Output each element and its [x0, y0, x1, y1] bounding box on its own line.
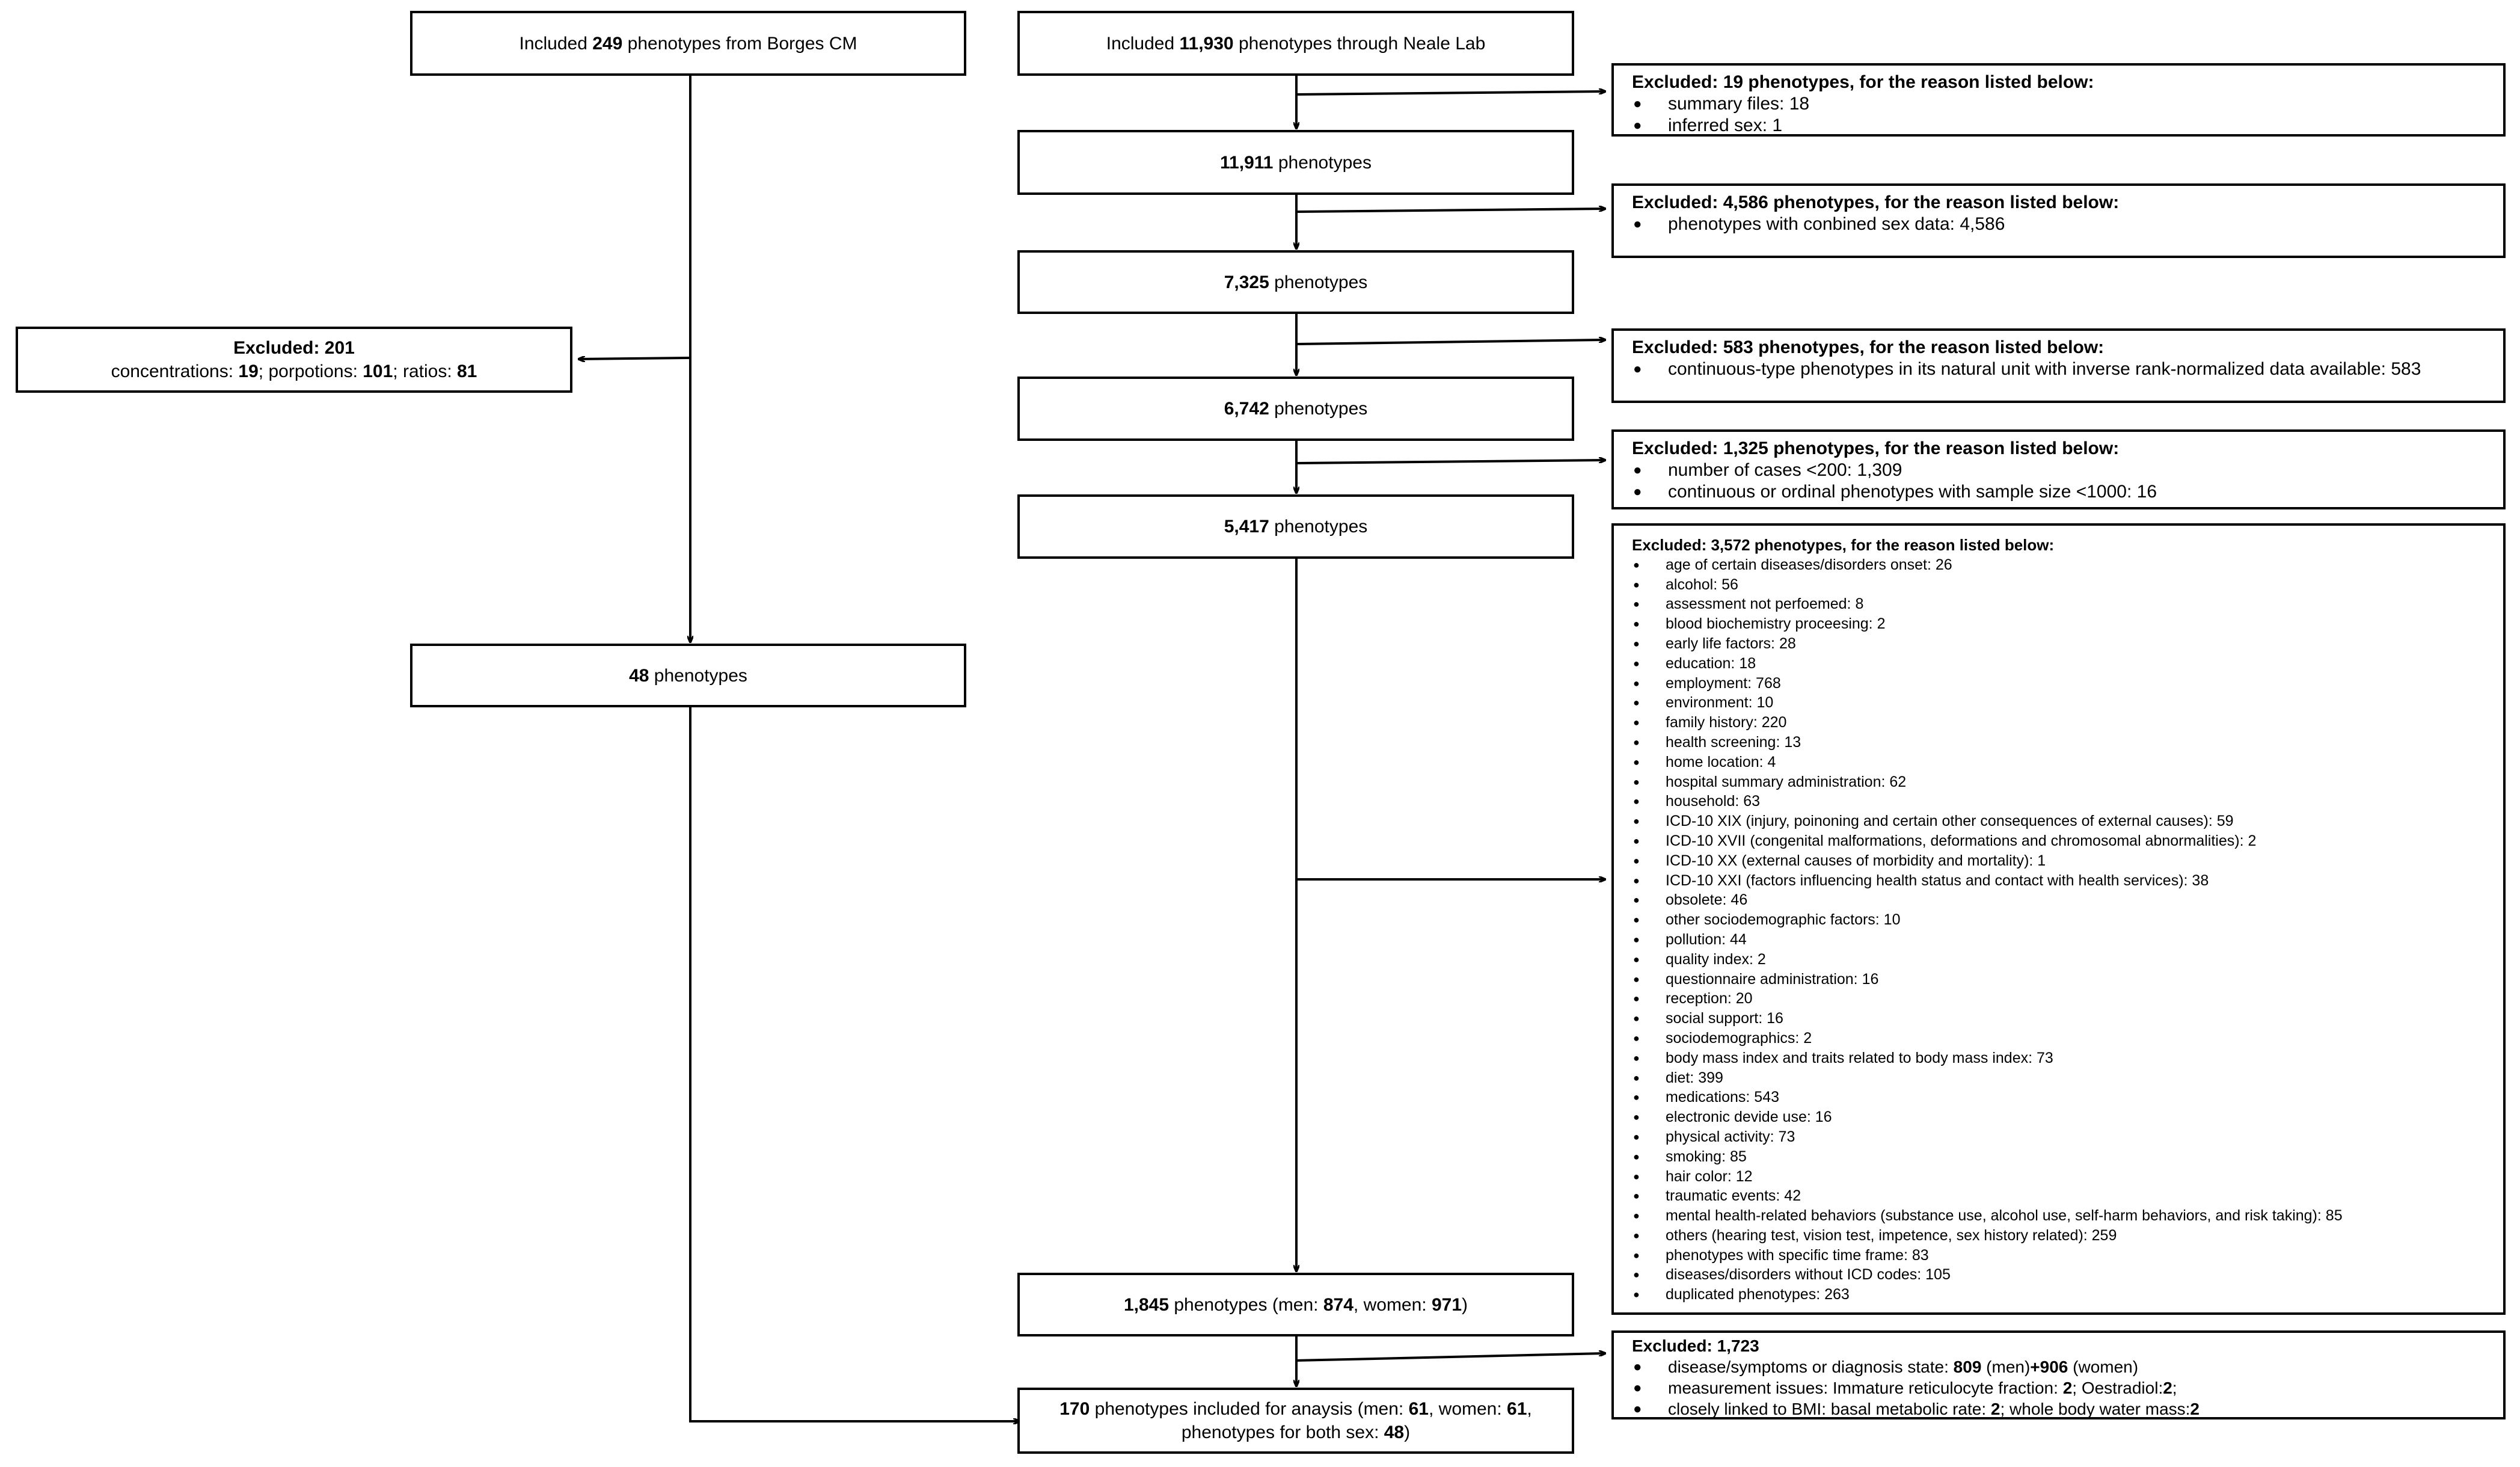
list-item: pollution: 44 — [1632, 930, 2503, 950]
branch-arrow-ex1 — [1296, 91, 1605, 96]
step5-box: 1,845 phenotypes (men: 874, women: 971) — [1017, 1273, 1574, 1336]
exclusion-heading: Excluded: 1,325 phenotypes, for the reas… — [1632, 438, 2120, 458]
list-item: home location: 4 — [1632, 752, 2503, 772]
step4-box: 5,417 phenotypes — [1017, 494, 1574, 559]
list-item: household: 63 — [1632, 792, 2503, 811]
exclusion-list: summary files: 18 inferred sex: 1 — [1632, 93, 2503, 137]
exclusion-list: age of certain diseases/disorders onset:… — [1632, 555, 2503, 1305]
exclusion-heading: Excluded: 583 phenotypes, for the reason… — [1632, 337, 2105, 357]
list-item: hair color: 12 — [1632, 1167, 2503, 1187]
borges-included-text: Included 249 phenotypes from Borges CM — [519, 33, 857, 54]
left-to-final-arrow — [689, 707, 1020, 1421]
list-item: summary files: 18 — [1632, 93, 2503, 115]
list-item: early life factors: 28 — [1632, 634, 2503, 654]
list-item: physical activity: 73 — [1632, 1127, 2503, 1147]
list-item: electronic devide use: 16 — [1632, 1107, 2503, 1127]
list-item: health screening: 13 — [1632, 733, 2503, 752]
list-item: closely linked to BMI: basal metabolic r… — [1632, 1398, 2503, 1419]
list-item: phenotypes with conbined sex data: 4,586 — [1632, 214, 2503, 235]
list-item: mental health-related behaviors (substan… — [1632, 1206, 2503, 1226]
list-item: duplicated phenotypes: 263 — [1632, 1285, 2503, 1305]
exclusion-box-4: Excluded: 1,325 phenotypes, for the reas… — [1611, 429, 2506, 509]
list-item: diseases/disorders without ICD codes: 10… — [1632, 1265, 2503, 1285]
list-item: obsolete: 46 — [1632, 890, 2503, 910]
list-item: questionnaire administration: 16 — [1632, 970, 2503, 989]
list-item: education: 18 — [1632, 654, 2503, 674]
list-item: ICD-10 XVII (congenital malformations, d… — [1632, 831, 2503, 851]
list-item: sociodemographics: 2 — [1632, 1029, 2503, 1048]
exclusion-box-6: Excluded: 1,723 disease/symptoms or diag… — [1611, 1330, 2506, 1419]
list-item: blood biochemistry proceesing: 2 — [1632, 614, 2503, 634]
exclusion-box-2: Excluded: 4,586 phenotypes, for the reas… — [1611, 183, 2506, 258]
list-item: phenotypes with specific time frame: 83 — [1632, 1246, 2503, 1266]
exclusion-list: number of cases <200: 1,309 continuous o… — [1632, 460, 2503, 503]
borges-result-text: 48 phenotypes — [629, 665, 747, 686]
exclusion-heading: Excluded: 3,572 phenotypes, for the reas… — [1632, 536, 2055, 554]
step3-box: 6,742 phenotypes — [1017, 377, 1574, 441]
list-item: other sociodemographic factors: 10 — [1632, 910, 2503, 930]
list-item: diet: 399 — [1632, 1068, 2503, 1088]
borges-excluded-heading: Excluded: 201 — [233, 338, 355, 358]
list-item: continuous-type phenotypes in its natura… — [1632, 358, 2503, 380]
exclusion-heading: Excluded: 1,723 — [1632, 1336, 1759, 1355]
borges-included-box: Included 249 phenotypes from Borges CM — [410, 11, 966, 76]
step1-box: 11,911 phenotypes — [1017, 130, 1574, 195]
exclusion-box-1: Excluded: 19 phenotypes, for the reason … — [1611, 63, 2506, 137]
list-item: reception: 20 — [1632, 989, 2503, 1009]
list-item: number of cases <200: 1,309 — [1632, 460, 2503, 481]
exclusion-list: disease/symptoms or diagnosis state: 809… — [1632, 1356, 2503, 1419]
list-item: ICD-10 XIX (injury, poinoning and certai… — [1632, 811, 2503, 831]
list-item: assessment not perfoemed: 8 — [1632, 594, 2503, 614]
list-item: alcohol: 56 — [1632, 575, 2503, 595]
borges-excluded-box: Excluded: 201 concentrations: 19; porpot… — [16, 327, 572, 393]
list-item: age of certain diseases/disorders onset:… — [1632, 555, 2503, 575]
step5-text: 1,845 phenotypes (men: 874, women: 971) — [1123, 1294, 1468, 1315]
step2-box: 7,325 phenotypes — [1017, 250, 1574, 314]
list-item: hospital summary administration: 62 — [1632, 772, 2503, 792]
step3-text: 6,742 phenotypes — [1224, 399, 1368, 419]
branch-arrow-ex4 — [1296, 460, 1605, 464]
borges-result-box: 48 phenotypes — [410, 644, 966, 707]
list-item: others (hearing test, vision test, impet… — [1632, 1226, 2503, 1246]
step1-text: 11,911 phenotypes — [1220, 152, 1372, 173]
left-exclusion-arrow — [578, 358, 691, 359]
exclusion-list: continuous-type phenotypes in its natura… — [1632, 358, 2503, 380]
final-analysis-box: 170 phenotypes included for anaysis (men… — [1017, 1388, 1574, 1454]
branch-arrow-ex3 — [1296, 340, 1605, 345]
neale-included-text: Included 11,930 phenotypes through Neale… — [1106, 33, 1486, 54]
list-item: smoking: 85 — [1632, 1147, 2503, 1167]
list-item: employment: 768 — [1632, 674, 2503, 694]
list-item: quality index: 2 — [1632, 950, 2503, 970]
branch-arrow-ex2 — [1296, 209, 1605, 213]
neale-included-box: Included 11,930 phenotypes through Neale… — [1017, 11, 1574, 76]
list-item: disease/symptoms or diagnosis state: 809… — [1632, 1356, 2503, 1377]
list-item: social support: 16 — [1632, 1009, 2503, 1029]
list-item: ICD-10 XXI (factors influencing health s… — [1632, 871, 2503, 891]
exclusion-box-3: Excluded: 583 phenotypes, for the reason… — [1611, 328, 2506, 403]
exclusion-heading: Excluded: 4,586 phenotypes, for the reas… — [1632, 192, 2120, 212]
borges-excluded-details: concentrations: 19; porpotions: 101; rat… — [111, 361, 477, 381]
list-item: traumatic events: 42 — [1632, 1186, 2503, 1206]
list-item: inferred sex: 1 — [1632, 115, 2503, 137]
step2-text: 7,325 phenotypes — [1224, 272, 1368, 292]
exclusion-box-5: Excluded: 3,572 phenotypes, for the reas… — [1611, 523, 2506, 1315]
list-item: continuous or ordinal phenotypes with sa… — [1632, 481, 2503, 503]
branch-arrow-ex6 — [1296, 1353, 1605, 1362]
list-item: ICD-10 XX (external causes of morbidity … — [1632, 851, 2503, 871]
exclusion-list: phenotypes with conbined sex data: 4,586 — [1632, 214, 2503, 235]
list-item: medications: 543 — [1632, 1087, 2503, 1107]
step4-text: 5,417 phenotypes — [1224, 517, 1368, 537]
list-item: family history: 220 — [1632, 713, 2503, 733]
list-item: environment: 10 — [1632, 693, 2503, 713]
list-item: measurement issues: Immature reticulocyt… — [1632, 1377, 2503, 1398]
final-analysis-text: 170 phenotypes included for anaysis (men… — [1059, 1399, 1532, 1442]
exclusion-heading: Excluded: 19 phenotypes, for the reason … — [1632, 72, 2094, 92]
list-item: body mass index and traits related to bo… — [1632, 1048, 2503, 1068]
